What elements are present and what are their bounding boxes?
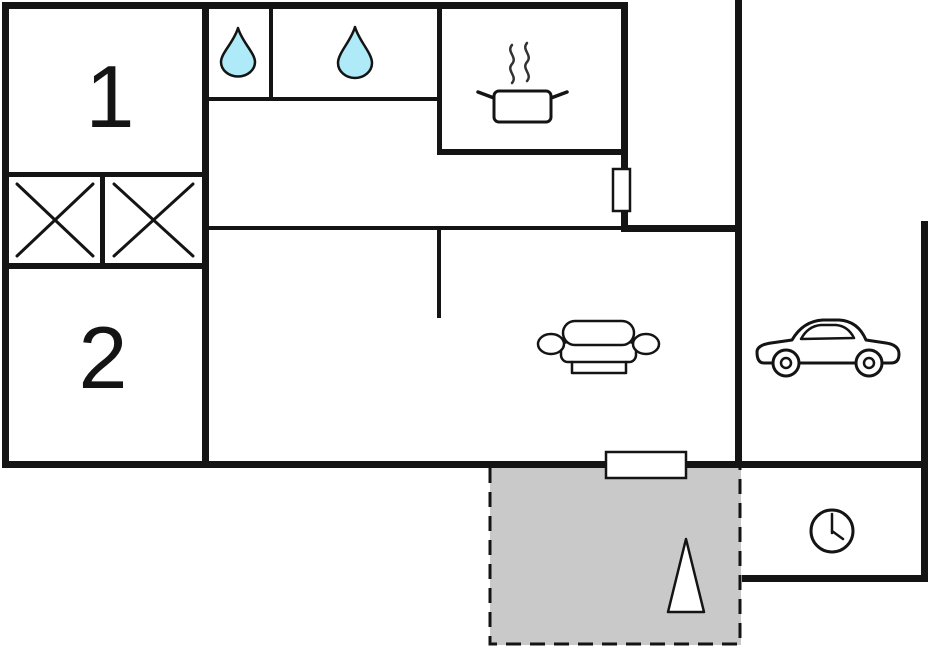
door-opening-symbol xyxy=(611,167,632,213)
line-living-divider xyxy=(437,230,441,318)
room-1-label: 1 xyxy=(86,47,135,146)
walls xyxy=(2,0,928,582)
line-sink-divider xyxy=(269,9,273,101)
wall-kitchen-left xyxy=(437,9,442,155)
wall-bedbox-bottom xyxy=(9,263,202,269)
pot-handles xyxy=(476,90,569,100)
wall-bedbox-top xyxy=(9,172,202,177)
steam-line-icon xyxy=(524,41,530,83)
wall-left xyxy=(2,2,9,468)
wall-room-divider xyxy=(202,2,209,468)
step-opening-symbol xyxy=(604,450,688,480)
sofa-icon xyxy=(536,319,661,375)
wall-top xyxy=(2,2,628,9)
terrace-dashed-border xyxy=(488,468,742,646)
pot-body xyxy=(492,89,553,124)
clock-icon xyxy=(809,508,855,554)
tent-triangle-icon xyxy=(666,537,706,614)
line-living-top xyxy=(209,226,621,230)
terrace-area xyxy=(490,461,741,645)
wall-far-right xyxy=(921,221,928,582)
wall-right-upper xyxy=(621,2,628,169)
wall-carport-divider xyxy=(735,225,742,468)
water-drop-icon-right xyxy=(336,25,374,80)
room-2-label: 2 xyxy=(79,308,128,407)
wall-bottom xyxy=(2,461,928,468)
wall-bedbox-divider xyxy=(100,172,105,268)
cooking-pot-steam-icon xyxy=(476,41,569,124)
x-mark-icon-left xyxy=(15,182,95,258)
wall-outer-right-upper xyxy=(735,0,742,232)
wall-clockroom-bottom xyxy=(742,575,928,582)
wall-right-below-door xyxy=(621,209,628,232)
steam-line-icon xyxy=(509,43,515,85)
line-sink-bottom xyxy=(209,97,439,101)
car-icon xyxy=(755,318,901,378)
wall-kitchen-bottom xyxy=(437,149,628,155)
water-drop-icon-left xyxy=(219,26,257,78)
x-mark-icon-right xyxy=(112,182,195,258)
wall-entrance-bottom xyxy=(621,225,742,232)
